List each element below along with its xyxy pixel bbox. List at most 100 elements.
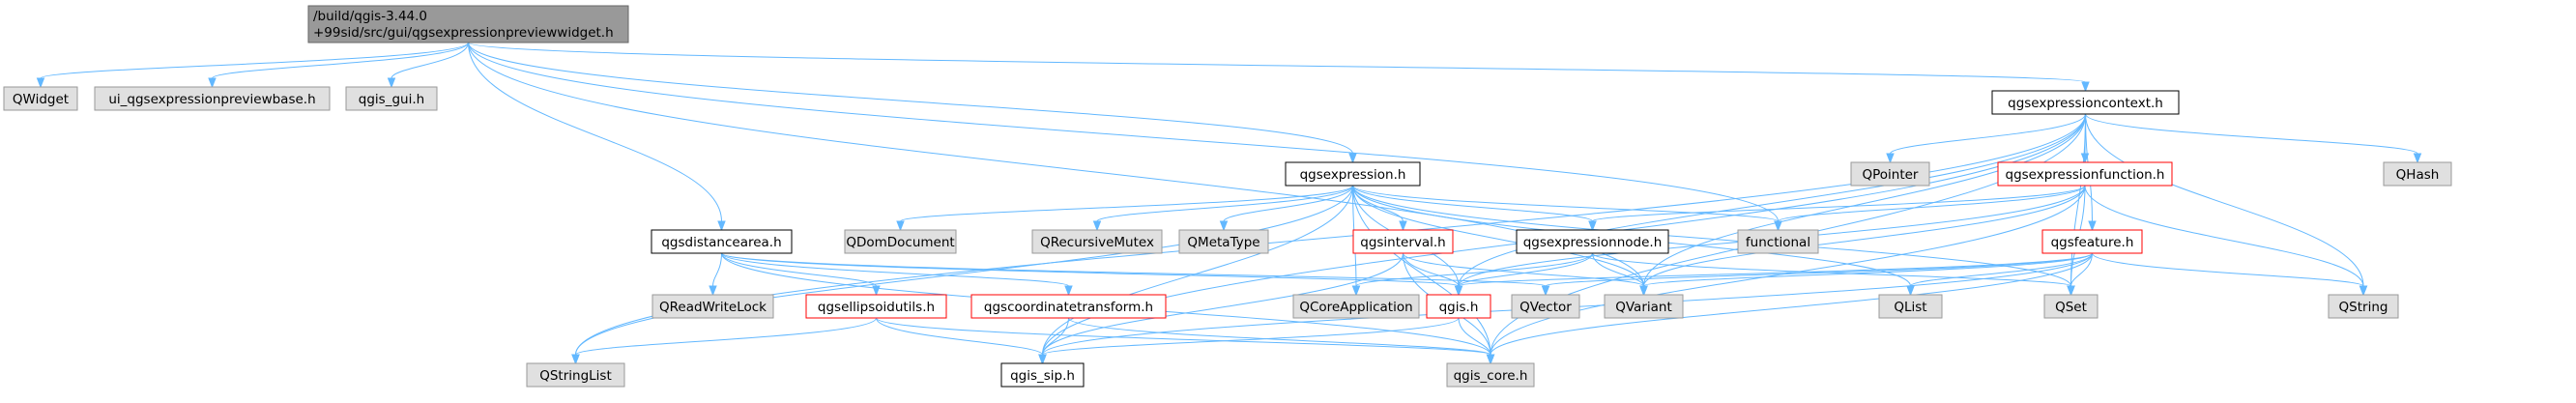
node-label-qwidget: QWidget <box>13 92 69 107</box>
edge-root-to-qgis_gui <box>391 42 469 79</box>
edge-ellipsoidutils-to-qgis_core <box>876 317 1491 356</box>
edge-arrowhead-exprcontext-to-feature <box>2088 220 2097 232</box>
node-box-qvariant <box>1604 294 1684 319</box>
node-qlist: QList <box>1878 294 1943 319</box>
edge-coordtransform-to-qgis_core <box>1068 317 1491 356</box>
edge-interval-to-qgis_sip <box>1042 252 1404 356</box>
node-box-qgis_core <box>1446 362 1535 388</box>
edge-qgis_h-to-qgis_sip <box>1042 317 1460 356</box>
node-label-qpointer: QPointer <box>1862 167 1918 183</box>
edge-arrowhead-exprcontext-to-exprfunction <box>2080 153 2090 164</box>
node-exprfunction[interactable]: qgsexpressionfunction.h <box>1997 161 2173 187</box>
edge-arrowhead-distancearea-to-qreadwritelock <box>709 285 717 297</box>
edge-arrowhead-expression-to-qdomdocument <box>896 220 905 232</box>
node-label-qgis_core: qgis_core.h <box>1454 368 1528 384</box>
node-qstring: QString <box>2328 294 2399 319</box>
node-box-qvector <box>1511 294 1580 319</box>
node-box-interval <box>1352 229 1454 254</box>
node-ellipsoidutils[interactable]: qgsellipsoidutils.h <box>805 294 947 319</box>
node-qgis_sip[interactable]: qgis_sip.h <box>1000 362 1085 388</box>
node-label-qgis_h: qgis.h <box>1439 300 1479 315</box>
node-label-qdomdocument: QDomDocument <box>846 235 954 250</box>
edge-arrowhead-root-to-qgis_gui <box>387 77 396 89</box>
node-qgis_gui: qgis_gui.h <box>345 86 438 111</box>
edge-arrowhead-feature-to-qstring <box>2359 285 2368 297</box>
node-box-qset <box>2043 294 2098 319</box>
node-box-qgis_sip <box>1000 362 1085 388</box>
node-label-exprfunction: qgsexpressionfunction.h <box>2006 167 2165 183</box>
node-exprcontext[interactable]: qgsexpressioncontext.h <box>1991 90 2180 115</box>
node-label-feature: qgsfeature.h <box>2051 235 2134 250</box>
edge-expression-to-functional <box>1352 185 1779 222</box>
node-box-qpointer <box>1850 161 1930 187</box>
node-exprnode[interactable]: qgsexpressionnode.h <box>1516 229 1669 254</box>
node-label-ellipsoidutils: qgsellipsoidutils.h <box>818 300 935 315</box>
node-label-distancearea: qgsdistancearea.h <box>661 235 781 250</box>
node-box-qrecursivemutex <box>1031 229 1163 254</box>
edge-feature-to-qgis_h <box>1458 252 2093 287</box>
node-qgis_core: qgis_core.h <box>1446 362 1535 388</box>
node-qgis_h[interactable]: qgis.h <box>1426 294 1491 319</box>
node-box-qgis_gui <box>345 86 438 111</box>
edge-arrowhead-feature-to-qvector <box>1541 285 1550 297</box>
node-label-qhash: QHash <box>2396 167 2440 183</box>
node-box-qmetatype <box>1178 229 1269 254</box>
edge-arrowhead-feature-to-qset <box>2067 285 2075 297</box>
node-label-qgis_sip: qgis_sip.h <box>1010 368 1075 384</box>
edge-expression-to-qstringlist <box>575 185 1353 356</box>
edge-interval-to-qgis_h <box>1403 252 1460 287</box>
edge-exprcontext-to-qhash <box>2085 113 2418 155</box>
node-qvariant: QVariant <box>1604 294 1684 319</box>
edge-expression-to-qrecursivemutex <box>1096 185 1353 222</box>
node-distancearea[interactable]: qgsdistancearea.h <box>651 229 793 254</box>
edge-expression-to-qgis_sip <box>1042 185 1353 356</box>
edge-exprnode-to-qset <box>1592 252 2071 287</box>
node-box-ui_preview <box>94 86 331 111</box>
node-label-qreadwritelock: QReadWriteLock <box>659 300 767 315</box>
node-label-qstring: QString <box>2339 300 2388 315</box>
node-label-exprnode: qgsexpressionnode.h <box>1523 235 1663 250</box>
node-functional: functional <box>1737 229 1819 254</box>
edge-ellipsoidutils-to-qgis_sip <box>876 317 1043 356</box>
edge-exprcontext-to-qstring <box>2085 113 2364 287</box>
node-box-qhash <box>2383 161 2452 187</box>
node-label-qvector: QVector <box>1520 300 1572 315</box>
node-coordtransform[interactable]: qgscoordinatetransform.h <box>970 294 1167 319</box>
edge-feature-to-qvariant <box>1643 252 2093 287</box>
edge-arrowhead-feature-to-qgis_h <box>1454 285 1463 297</box>
node-label-root-line2: +99sid/src/gui/qgsexpressionpreviewwidge… <box>313 25 614 41</box>
node-expression[interactable]: qgsexpression.h <box>1285 161 1421 187</box>
node-feature[interactable]: qgsfeature.h <box>2041 229 2143 254</box>
node-qstringlist: QStringList <box>526 362 625 388</box>
edge-exprcontext-to-qpointer <box>1890 113 2086 155</box>
edge-root-to-ui_preview <box>212 42 469 79</box>
edge-distancearea-to-coordtransform <box>721 252 1069 287</box>
edge-coordtransform-to-qgis_sip <box>1042 317 1069 356</box>
node-qset: QSet <box>2043 294 2098 319</box>
node-interval[interactable]: qgsinterval.h <box>1352 229 1454 254</box>
edge-arrowhead-qgis_h-to-qgis_sip <box>1038 354 1047 365</box>
edge-expression-to-qvariant <box>1352 185 1644 287</box>
node-label-exprcontext: qgsexpressioncontext.h <box>2008 96 2163 111</box>
node-box-qwidget <box>3 86 78 111</box>
node-qhash: QHash <box>2383 161 2452 187</box>
edge-arrowhead-distancearea-to-coordtransform <box>1064 285 1073 297</box>
edge-qgis_h-to-qgis_core <box>1458 317 1491 356</box>
edge-root-to-distancearea <box>468 42 722 222</box>
node-box-qcoreapplication <box>1292 294 1420 319</box>
edge-feature-to-qset <box>2070 252 2093 287</box>
node-qcoreapplication: QCoreApplication <box>1292 294 1420 319</box>
edge-feature-to-qstring <box>2092 252 2364 287</box>
edge-arrowhead-expression-to-interval <box>1399 220 1407 232</box>
node-qreadwritelock: QReadWriteLock <box>651 294 774 319</box>
node-label-qmetatype: QMetaType <box>1187 235 1259 250</box>
node-box-ellipsoidutils <box>805 294 947 319</box>
node-box-feature <box>2041 229 2143 254</box>
edge-root-to-qwidget <box>40 42 469 79</box>
node-label-functional: functional <box>1746 235 1810 250</box>
edge-arrowhead-exprnode-to-qcoreapplication <box>1351 285 1361 297</box>
edge-exprcontext-to-qgis_h <box>1458 113 2086 287</box>
node-qdomdocument: QDomDocument <box>844 229 957 254</box>
node-box-functional <box>1737 229 1819 254</box>
